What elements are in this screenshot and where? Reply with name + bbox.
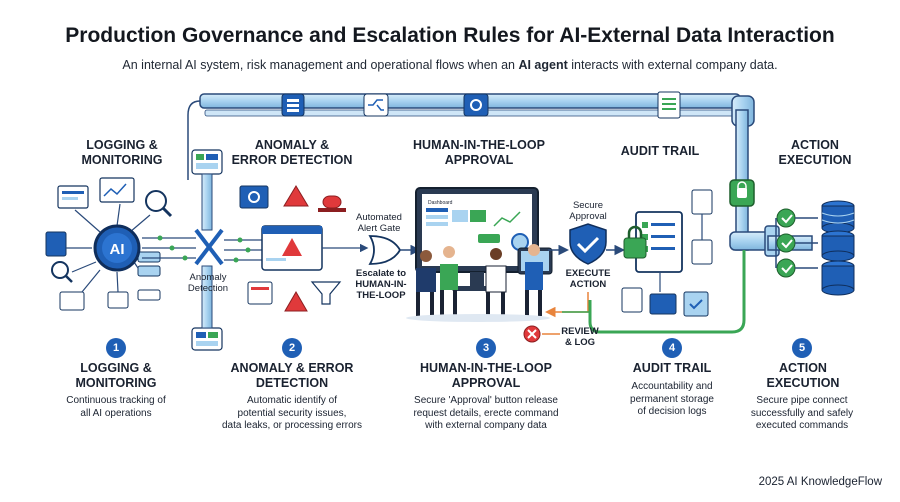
stage-2-description: Automatic identify of potential security… [221, 395, 363, 431]
secure-approval-label: Secure Approval [569, 200, 607, 222]
audit-trail-icons [621, 189, 713, 317]
database-icon-top [821, 200, 855, 234]
anomaly-detection-label: Anomaly Detection [187, 272, 229, 294]
anomaly-icons-cluster [239, 185, 369, 312]
dashboard-label: Dashboard [428, 200, 453, 206]
stage-5-description: Secure pipe connect successfully and saf… [750, 395, 854, 431]
stage-2-title: ANOMALY & ERROR DETECTION [230, 361, 354, 390]
database-icon-middle [821, 230, 855, 262]
execute-action-label: EXECUTE ACTION [565, 268, 611, 290]
stage-2-number: 2 [282, 338, 302, 358]
alert-gate-icon [368, 235, 421, 265]
stage-5-title: ACTION EXECUTION [766, 361, 840, 390]
stage-4-heading: AUDIT TRAIL [620, 144, 700, 158]
flow-lines-1 [142, 235, 196, 261]
footer-credit: 2025 AI KnowledgeFlow [758, 476, 882, 488]
pipe-database-icon [281, 93, 305, 117]
subtitle-text-end: interacts with external company data. [567, 58, 778, 72]
stage-3-description: Secure 'Approval' button release request… [413, 395, 559, 431]
stage-4-title: AUDIT TRAIL [632, 361, 712, 375]
stage-1-title: LOGGING & MONITORING [75, 361, 157, 390]
secure-approval-shield-icon [523, 223, 625, 343]
green-return-pipe [562, 250, 746, 334]
stage-3-heading: HUMAN-IN-THE-LOOP APPROVAL [413, 138, 545, 167]
ai-core-icon: AI [93, 224, 141, 272]
execution-databases [767, 200, 855, 296]
pipe-gear-icon [463, 93, 489, 117]
stage-1-heading: LOGGING & MONITORING [81, 138, 163, 167]
escalate-label: Escalate to HUMAN-IN- THE-LOOP [355, 268, 407, 301]
subtitle-bold: AI agent [518, 58, 568, 72]
stage-3-title: HUMAN-IN-THE-LOOP APPROVAL [420, 361, 552, 390]
page-subtitle: An internal AI system, risk management a… [0, 58, 900, 72]
approval-team-figures [406, 244, 550, 322]
logging-icons-cluster [45, 177, 173, 311]
pipe-network-icon [363, 93, 389, 117]
ai-core-label: AI [110, 241, 125, 258]
stage-3-number: 3 [476, 338, 496, 358]
anomaly-detection-node [191, 149, 262, 351]
stage-4-description: Accountability and permanent storage of … [630, 381, 714, 417]
review-log-label: REVIEW & LOG [561, 326, 599, 348]
stage-4-number: 4 [662, 338, 682, 358]
alert-gate-label: Automated Alert Gate [356, 212, 402, 234]
stage-1-number: 1 [106, 338, 126, 358]
stage-1-description: Continuous tracking of all AI operations [66, 395, 166, 419]
stage-5-number: 5 [792, 338, 812, 358]
stage-5-heading: ACTION EXECUTION [778, 138, 852, 167]
page-title: Production Governance and Escalation Rul… [65, 24, 835, 47]
subtitle-text-start: An internal AI system, risk management a… [122, 58, 519, 72]
pipe-document-icon [657, 91, 681, 119]
database-icon-bottom [821, 260, 855, 296]
stage-2-heading: ANOMALY & ERROR DETECTION [231, 138, 353, 167]
